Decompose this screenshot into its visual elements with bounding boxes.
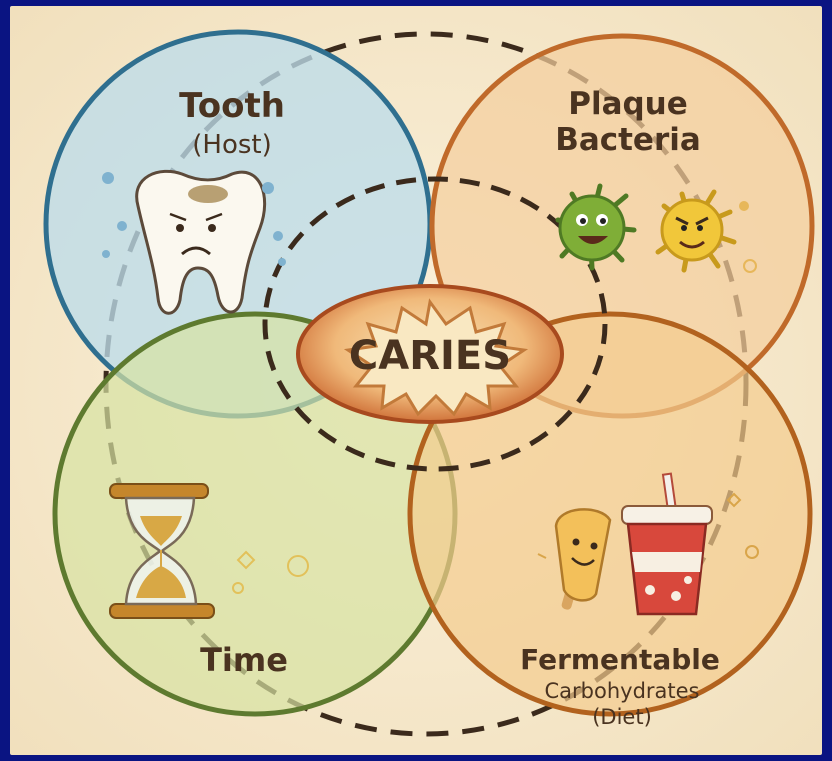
- time-title: Time: [200, 641, 288, 679]
- tooth-title: Tooth: [179, 86, 285, 126]
- bacteria-title-line1: Plaque: [568, 86, 688, 122]
- diagram-frame: CARIES Tooth (Host) Plaque Bacteria: [10, 6, 822, 755]
- center-label: CARIES: [349, 333, 511, 379]
- diet-subtitle-line1: Carbohydrates: [544, 679, 699, 703]
- caries-center-badge: CARIES: [298, 286, 562, 422]
- diet-title: Fermentable: [520, 643, 720, 676]
- bacteria-title-line2: Bacteria: [555, 122, 701, 158]
- tooth-subtitle: (Host): [192, 130, 272, 160]
- caries-venn-diagram: CARIES Tooth (Host) Plaque Bacteria: [10, 6, 822, 755]
- diet-subtitle-line2: (Diet): [592, 705, 652, 729]
